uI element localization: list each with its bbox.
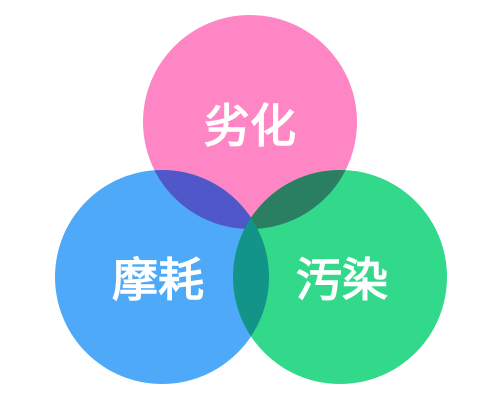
circle-left-wear xyxy=(55,170,269,384)
circle-top-degradation xyxy=(143,15,357,229)
circle-right-contamination xyxy=(233,170,447,384)
label-contamination: 汚染 xyxy=(296,253,388,307)
label-wear: 摩耗 xyxy=(112,253,204,307)
label-degradation: 劣化 xyxy=(204,99,296,153)
